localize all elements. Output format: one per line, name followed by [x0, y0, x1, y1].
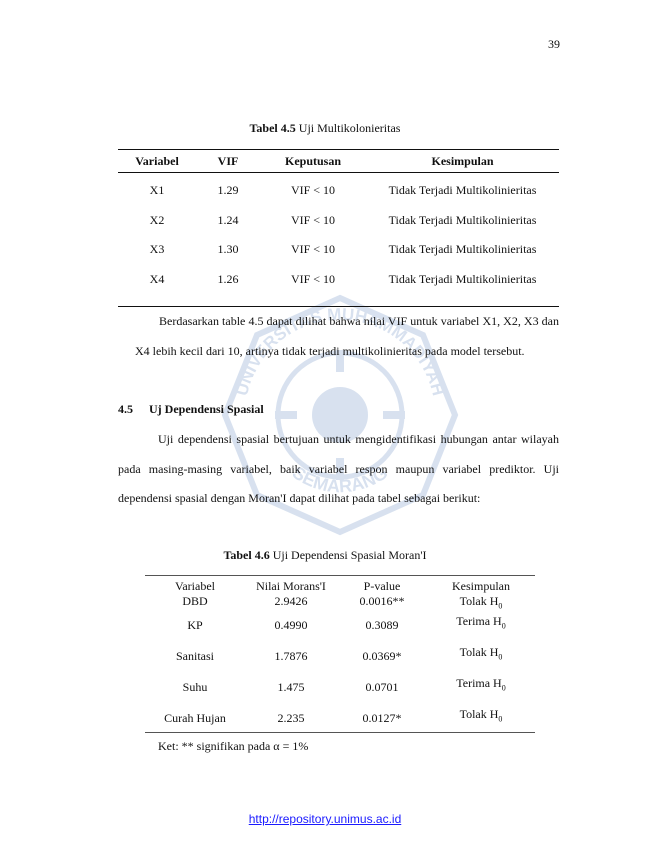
table-row: Sanitasi 1.7876 0.0369* Tolak H0 — [145, 641, 535, 672]
cell-variabel: DBD — [182, 594, 208, 608]
cell-variabel: KP — [187, 618, 203, 633]
cell-moran: 1.7876 — [274, 649, 308, 664]
cell-moran: 2.235 — [277, 711, 305, 726]
table-4-6-caption: Tabel 4.6 Uji Dependensi Spasial Moran'I — [0, 548, 650, 563]
cell-kesimpulan: Tolak H0 — [459, 594, 503, 611]
moran-table: Variabel Nilai Morans'I P-value Kesimpul… — [145, 578, 535, 734]
cell-variabel: X1 — [149, 183, 165, 198]
caption-title: Uji Dependensi Spasial Moran'I — [272, 548, 427, 562]
table-row: Curah Hujan 2.235 0.0127* Tolak H0 — [145, 703, 535, 734]
cell-kesimpulan: Tidak Terjadi Multikolinieritas — [366, 264, 559, 307]
cell-pvalue: 0.0369* — [362, 649, 402, 664]
cell-variabel: X2 — [149, 212, 165, 227]
table-header-row: Variabel VIF Keputusan Kesimpulan — [118, 149, 559, 173]
cell-variabel: X4 — [118, 264, 196, 307]
repository-link[interactable]: http://repository.unimus.ac.id — [248, 812, 402, 826]
paragraph-vif-conclusion: Berdasarkan table 4.5 dapat dilihat bahw… — [135, 314, 559, 358]
cell-kesimpulan: Tidak Terjadi Multikolinieritas — [388, 212, 537, 227]
table-bottom-rule — [145, 732, 535, 733]
cell-vif: 1.30 — [217, 242, 239, 257]
cell-vif: 1.29 — [217, 183, 239, 198]
table-top-rule — [145, 575, 535, 576]
page-number: 39 — [548, 37, 560, 51]
table-row: DBD 2.9426 0.0016** Tolak H0 — [145, 594, 535, 610]
col-header-pvalue: P-value — [363, 579, 401, 593]
cell-vif: 1.26 — [196, 264, 260, 307]
col-header-moran: Nilai Morans'I — [256, 579, 326, 593]
cell-keputusan: VIF < 10 — [290, 183, 336, 198]
table-note: Ket: ** signifikan pada α = 1% — [158, 739, 309, 753]
caption-title: Uji Multikolonieritas — [298, 121, 401, 135]
table-row: X4 1.26 VIF < 10 Tidak Terjadi Multikoli… — [118, 264, 559, 307]
cell-kesimpulan: Tidak Terjadi Multikolinieritas — [388, 183, 537, 198]
cell-variabel: Sanitasi — [176, 649, 214, 664]
cell-variabel: Suhu — [182, 680, 208, 695]
cell-keputusan: VIF < 10 — [290, 212, 336, 227]
cell-pvalue: 0.3089 — [365, 618, 399, 633]
cell-kesimpulan: Terima H0 — [456, 614, 506, 631]
col-header-vif: VIF — [196, 149, 260, 173]
table-header-row: Variabel Nilai Morans'I P-value Kesimpul… — [145, 578, 535, 594]
caption-label: Tabel 4.5 — [249, 121, 296, 135]
caption-label: Tabel 4.6 — [223, 548, 270, 562]
section-number: 4.5 — [118, 402, 133, 416]
cell-variabel: X3 — [149, 242, 165, 257]
table-row: X2 1.24 VIF < 10 Tidak Terjadi Multikoli… — [118, 206, 559, 236]
table-row: X1 1.29 VIF < 10 Tidak Terjadi Multikoli… — [118, 173, 559, 206]
multicollinearity-table: Variabel VIF Keputusan Kesimpulan X1 1.2… — [118, 149, 559, 307]
col-header-kesimpulan: Kesimpulan — [452, 579, 510, 593]
col-header-variabel: Variabel — [175, 579, 215, 593]
cell-keputusan: VIF < 10 — [290, 242, 336, 257]
col-header-variabel: Variabel — [118, 149, 196, 173]
cell-keputusan: VIF < 10 — [260, 264, 366, 307]
cell-vif: 1.24 — [217, 212, 239, 227]
cell-kesimpulan: Tolak H0 — [459, 645, 503, 662]
cell-kesimpulan: Terima H0 — [456, 676, 506, 693]
cell-kesimpulan: Tidak Terjadi Multikolinieritas — [388, 242, 537, 257]
table-row: Suhu 1.475 0.0701 Terima H0 — [145, 672, 535, 703]
paragraph-spatial-dependence: Uji dependensi spasial bertujuan untuk m… — [118, 432, 559, 505]
col-header-kesimpulan: Kesimpulan — [366, 149, 559, 173]
table-row: KP 0.4990 0.3089 Terima H0 — [145, 610, 535, 641]
table-4-5-caption: Tabel 4.5 Uji Multikolonieritas — [0, 121, 650, 136]
cell-moran: 1.475 — [277, 680, 305, 695]
cell-variabel: Curah Hujan — [164, 711, 226, 726]
cell-moran: 0.4990 — [274, 618, 308, 633]
cell-pvalue: 0.0016** — [359, 594, 405, 608]
cell-moran: 2.9426 — [274, 594, 308, 608]
col-header-keputusan: Keputusan — [260, 149, 366, 173]
cell-pvalue: 0.0127* — [362, 711, 402, 726]
cell-kesimpulan: Tolak H0 — [459, 707, 503, 724]
cell-pvalue: 0.0701 — [365, 680, 399, 695]
section-title: Uj Dependensi Spasial — [149, 402, 264, 416]
table-row: X3 1.30 VIF < 10 Tidak Terjadi Multikoli… — [118, 235, 559, 265]
section-heading: 4.5 Uj Dependensi Spasial — [118, 402, 264, 417]
